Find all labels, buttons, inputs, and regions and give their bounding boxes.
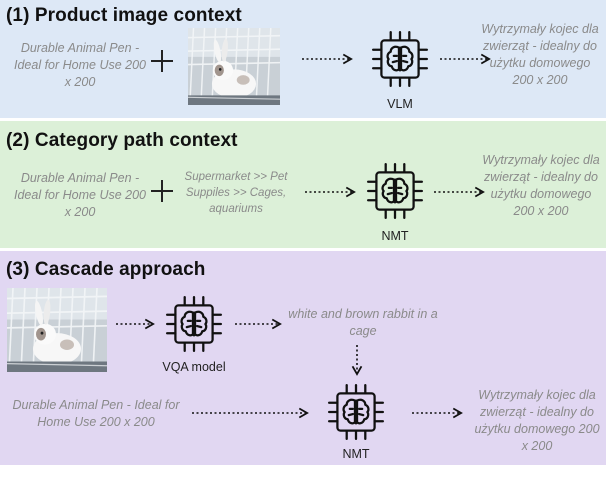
rabbit-in-cage-photo <box>7 288 107 372</box>
source-text: Durable Animal Pen - Ideal for Home Use … <box>12 398 180 429</box>
dotted-arrow-icon <box>434 186 485 198</box>
plus-icon <box>151 50 173 72</box>
panel-product-image-context: (1) Product image context Durable Animal… <box>0 0 606 118</box>
output-text: Wytrzymały kojec dla zwierząt - idealny … <box>482 153 600 218</box>
output-text: Wytrzymały kojec dla zwierząt - idealny … <box>474 388 600 453</box>
model-label: VLM <box>387 97 413 111</box>
dotted-arrow-icon <box>440 53 491 65</box>
dotted-arrow-down-icon <box>351 345 363 376</box>
source-text: Durable Animal Pen - Ideal for Home Use … <box>13 171 146 219</box>
panel-heading: (1) Product image context <box>6 5 242 26</box>
model-label: NMT <box>381 229 409 243</box>
panel-heading: (3) Cascade approach <box>6 259 206 280</box>
dotted-arrow-icon <box>302 53 353 65</box>
model-label: NMT <box>342 447 370 461</box>
plus-icon <box>151 180 173 202</box>
dotted-arrow-icon <box>412 407 463 419</box>
brain-chip-icon <box>364 160 426 222</box>
dotted-arrow-icon <box>192 407 309 419</box>
panel-category-path-context: (2) Category path context Durable Animal… <box>0 121 606 248</box>
dotted-arrow-icon <box>116 318 155 330</box>
dotted-arrow-icon <box>305 186 356 198</box>
panel-heading: (2) Category path context <box>6 130 238 151</box>
output-text: Wytrzymały kojec dla zwierząt - idealny … <box>481 22 599 87</box>
dotted-arrow-icon <box>235 318 282 330</box>
vqa-model-label: VQA model <box>162 360 226 374</box>
brain-chip-icon <box>369 28 431 90</box>
brain-chip-icon <box>163 293 225 355</box>
category-path-text: Supermarket >> Pet Suppiles >> Cages, aq… <box>184 171 288 215</box>
source-text: Durable Animal Pen - Ideal for Home Use … <box>13 41 146 89</box>
vqa-caption-text: white and brown rabbit in a cage <box>288 307 438 338</box>
brain-chip-icon <box>325 381 387 443</box>
rabbit-in-cage-photo <box>188 28 280 105</box>
panel-cascade-approach: (3) Cascade approach VQA model white and… <box>0 251 606 465</box>
